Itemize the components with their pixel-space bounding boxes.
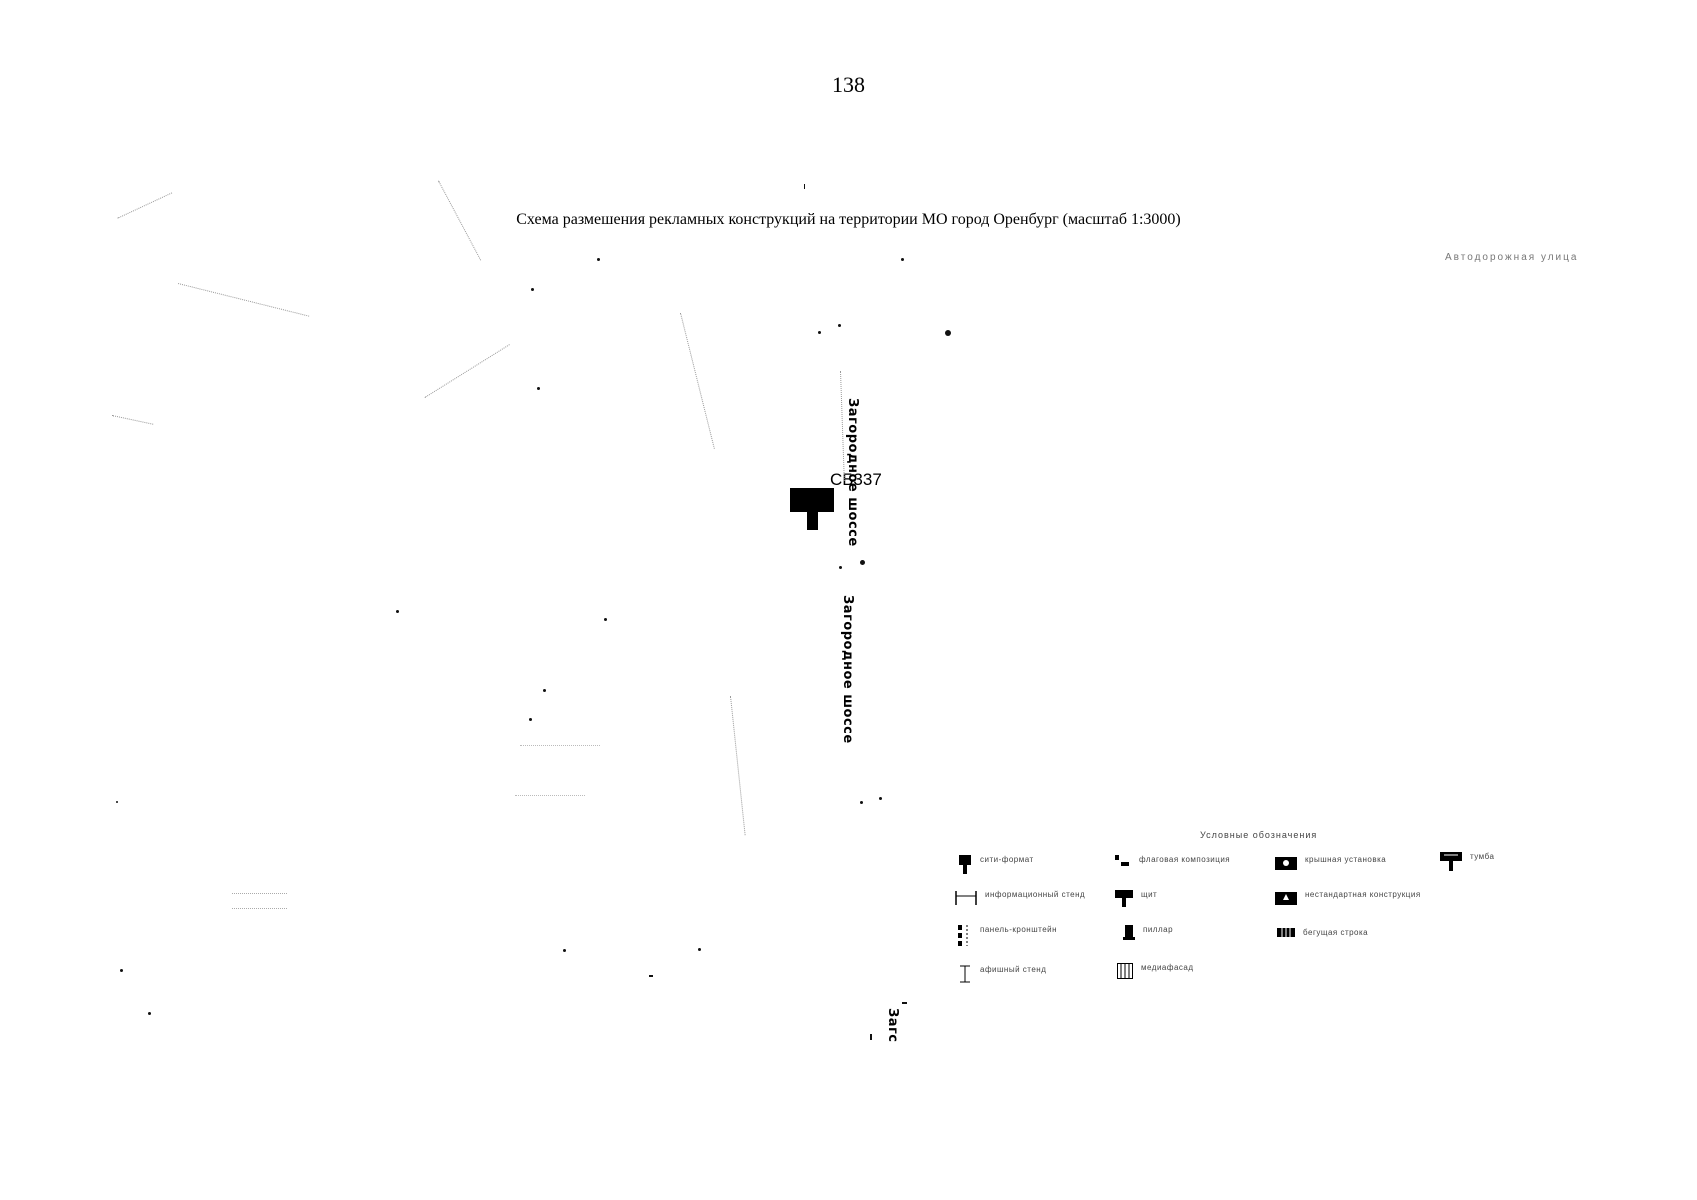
ad-marker-icon[interactable] (804, 184, 805, 189)
ad-marker-icon[interactable] (563, 949, 566, 952)
street-trace (117, 192, 173, 220)
running-line-icon (1277, 928, 1295, 937)
ad-marker-icon[interactable] (879, 797, 882, 800)
legend: Условные обозначения сити-формат флагова… (955, 830, 1595, 1000)
legend-item: панель-кронштейн (958, 925, 1057, 947)
ad-marker-icon[interactable] (529, 718, 532, 721)
page-number: 138 (832, 72, 865, 97)
street-trace (839, 370, 845, 481)
legend-item: нестандартная конструкция (1275, 890, 1421, 906)
ad-marker-icon[interactable] (543, 689, 546, 692)
legend-label: сити-формат (980, 855, 1034, 864)
legend-label: тумба (1470, 852, 1495, 861)
street-trace (515, 795, 585, 797)
billboard-sity-icon (959, 855, 971, 874)
street-avtodorozhnaya-label: Автодорожная улица (1445, 252, 1579, 263)
non-standard-construction-icon (1275, 892, 1297, 905)
legend-label: нестандартная конструкция (1305, 890, 1421, 899)
legend-item: медиафасад (1117, 963, 1194, 979)
street-trace (177, 283, 310, 318)
legend-label: щит (1141, 890, 1158, 899)
ad-marker-icon[interactable] (148, 1012, 151, 1015)
legend-item: флаговая композиция (1115, 855, 1230, 869)
gallery-icon (1440, 852, 1462, 871)
street-zagorodnoe-label: Загородное шоссе (845, 398, 860, 547)
flag-icon (1115, 855, 1129, 866)
street-trace (437, 180, 482, 261)
roof-installation-icon (1275, 857, 1297, 870)
legend-label: бегущая строка (1303, 928, 1369, 937)
ad-marker-icon[interactable] (120, 969, 123, 972)
legend-item: щит (1115, 890, 1157, 908)
street-trace (729, 695, 746, 836)
board-code-label: CБ337 (830, 470, 882, 489)
ad-marker-icon[interactable] (860, 801, 863, 804)
ad-marker-icon[interactable] (839, 566, 842, 569)
billboard-marker-icon[interactable] (790, 488, 834, 530)
street-zags-label: Загс (885, 1008, 900, 1043)
legend-label: панель-кронштейн (980, 925, 1058, 934)
legend-label: информационный стенд (985, 890, 1086, 899)
ad-marker-icon[interactable] (597, 258, 600, 261)
legend-item: информационный стенд (955, 890, 1085, 906)
ad-marker-icon[interactable] (531, 288, 534, 291)
ad-marker-icon[interactable] (838, 324, 841, 327)
ad-marker-icon[interactable] (818, 331, 821, 334)
ad-marker-icon[interactable] (649, 975, 653, 977)
map-title: Схема размешения рекламных конструкций н… (516, 211, 1181, 228)
ad-marker-icon[interactable] (902, 1002, 907, 1004)
street-zagorodnoe-label: Загородное шоссе (840, 595, 855, 744)
pillar-icon (1123, 925, 1135, 940)
street-trace (111, 415, 154, 426)
legend-item: бегущая строка (1277, 928, 1368, 938)
legend-item: пиллар (1123, 925, 1173, 941)
ad-marker-icon[interactable] (116, 801, 118, 803)
legend-label: флаговая композиция (1139, 855, 1231, 864)
ad-marker-icon[interactable] (870, 1034, 872, 1040)
street-trace (679, 312, 715, 450)
legend-item: тумба (1440, 852, 1494, 872)
street-trace (424, 344, 511, 399)
poster-stand-icon (960, 965, 970, 983)
legend-label: крышная установка (1305, 855, 1387, 864)
legend-label: афишный стенд (980, 965, 1047, 974)
media-facade-icon (1117, 963, 1133, 979)
ad-marker-icon[interactable] (537, 387, 540, 390)
legend-item: крышная установка (1275, 855, 1386, 871)
panel-bracket-icon (958, 925, 968, 946)
legend-item: афишный стенд (958, 965, 1046, 983)
street-trace (232, 893, 287, 909)
legend-title: Условные обозначения (1200, 830, 1318, 840)
legend-label: медиафасад (1141, 963, 1194, 972)
ad-marker-icon[interactable] (604, 618, 607, 621)
street-trace (520, 745, 600, 747)
ad-marker-icon[interactable] (698, 948, 701, 951)
legend-item: сити-формат (958, 855, 1034, 875)
ad-marker-icon[interactable] (901, 258, 904, 261)
legend-label: пиллар (1143, 925, 1174, 934)
info-stand-icon (955, 891, 977, 905)
ad-marker-icon[interactable] (945, 330, 951, 336)
ad-marker-icon[interactable] (396, 610, 399, 613)
ad-marker-icon[interactable] (860, 560, 865, 565)
billboard-icon (1115, 890, 1133, 907)
